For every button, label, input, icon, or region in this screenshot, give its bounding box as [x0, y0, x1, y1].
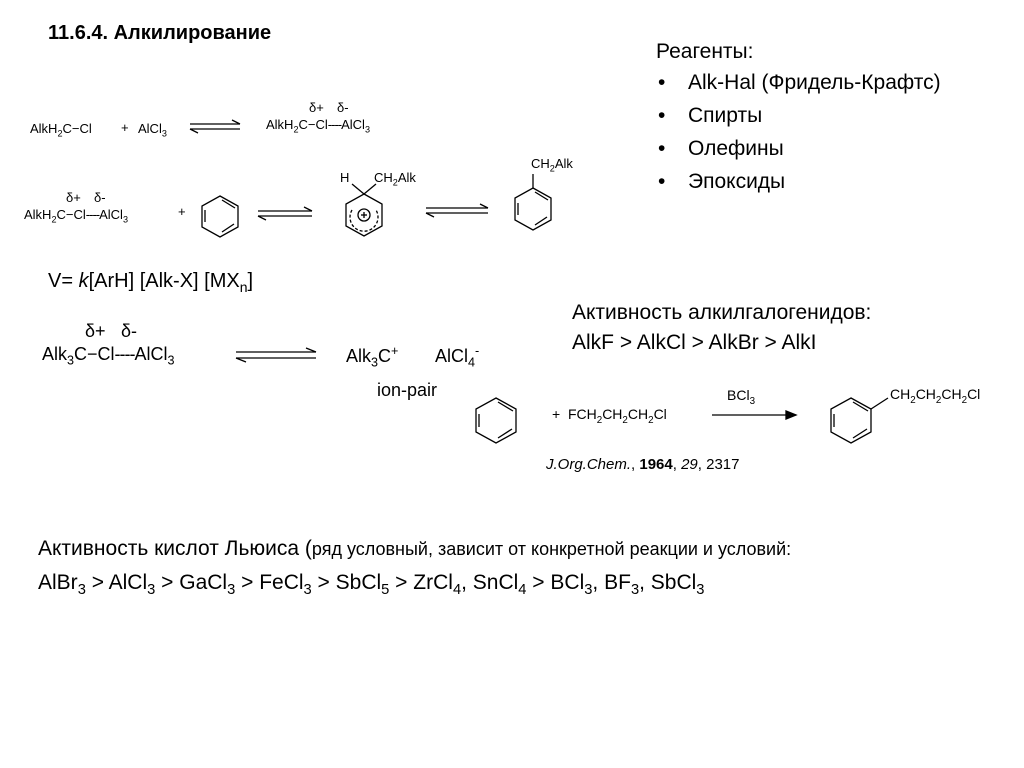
scheme1-reactant1: AlkH2C−Cl	[30, 121, 92, 139]
scheme3-delta-plus: δ+	[85, 321, 106, 341]
reagent-item: Эпоксиды	[656, 165, 941, 198]
equilibrium-arrow	[235, 347, 317, 363]
scheme1-delta-plus: δ+	[309, 100, 324, 115]
scheme4-product-group: CH2CH2CH2Cl	[890, 386, 981, 406]
chloropropylbenzene-ring-icon	[830, 397, 889, 444]
sigma-complex-ring-icon	[345, 183, 383, 237]
reagents-list: Alk-Hal (Фридель-Крафтс) Спирты Олефины …	[656, 66, 941, 198]
reagent-item: Спирты	[656, 99, 941, 132]
sigma-complex-h: H	[340, 170, 350, 185]
alkylbenzene-ring-icon	[514, 174, 552, 231]
halide-activity-series: AlkF > AlkCl > AlkBr > AlkI	[572, 331, 817, 354]
scheme4-catalyst: BCl3	[727, 387, 756, 407]
scheme2-plus: +	[178, 204, 186, 219]
scheme1-complex: AlkH2C−Cl----AlCl3	[266, 117, 371, 135]
reagent-item: Alk-Hal (Фридель-Крафтс)	[656, 66, 941, 99]
ion-pair-label: ion-pair	[377, 380, 438, 400]
reagents-heading: Реагенты:	[656, 40, 754, 63]
halide-activity: Активность алкилгалогенидов: AlkF > AlkC…	[572, 298, 871, 358]
scheme4-reagent: + FCH2CH2CH2Cl	[552, 406, 667, 426]
scheme1-delta-minus: δ-	[337, 100, 349, 115]
carbocation: Alk3C+	[346, 344, 399, 370]
tetrachloroaluminate: AlCl4-	[435, 344, 480, 370]
scheme2-complex: AlkH2C−Cl----AlCl3	[24, 207, 129, 225]
rate-law: V= k[ArH] [Alk-X] [MXn]	[48, 270, 254, 295]
lewis-activity-series: AlBr3 > AlCl3 > GaCl3 > FeCl3 > SbCl5 > …	[38, 571, 705, 599]
scheme2-delta-plus: δ+	[66, 190, 81, 205]
slide-title: 11.6.4. Алкилирование	[48, 22, 272, 44]
equilibrium-arrow	[189, 119, 241, 134]
product-group: CH2Alk	[531, 156, 573, 174]
sigma-complex-group: CH2Alk	[374, 170, 416, 188]
scheme3-complex: Alk3C−Cl----AlCl3	[42, 344, 175, 368]
lewis-activity-heading: Активность кислот Льюиса (ряд условный, …	[38, 537, 792, 560]
equilibrium-arrow	[257, 206, 313, 221]
benzene-ring-icon	[201, 195, 239, 238]
scheme1-reactant2: AlCl3	[138, 121, 167, 139]
halide-activity-heading: Активность алкилгалогенидов:	[572, 301, 872, 324]
equilibrium-arrow	[425, 203, 489, 218]
literature-reference: J.Org.Chem., 1964, 29, 2317	[546, 456, 740, 473]
reagent-item: Олефины	[656, 132, 941, 165]
scheme3-delta-minus: δ-	[121, 321, 138, 341]
scheme2-delta-minus: δ-	[94, 190, 106, 205]
lewis-activity: Активность кислот Льюиса (ряд условный, …	[38, 532, 791, 599]
scheme1-plus: +	[121, 120, 129, 135]
reaction-arrow	[712, 410, 798, 420]
benzene-ring-icon	[475, 397, 517, 444]
